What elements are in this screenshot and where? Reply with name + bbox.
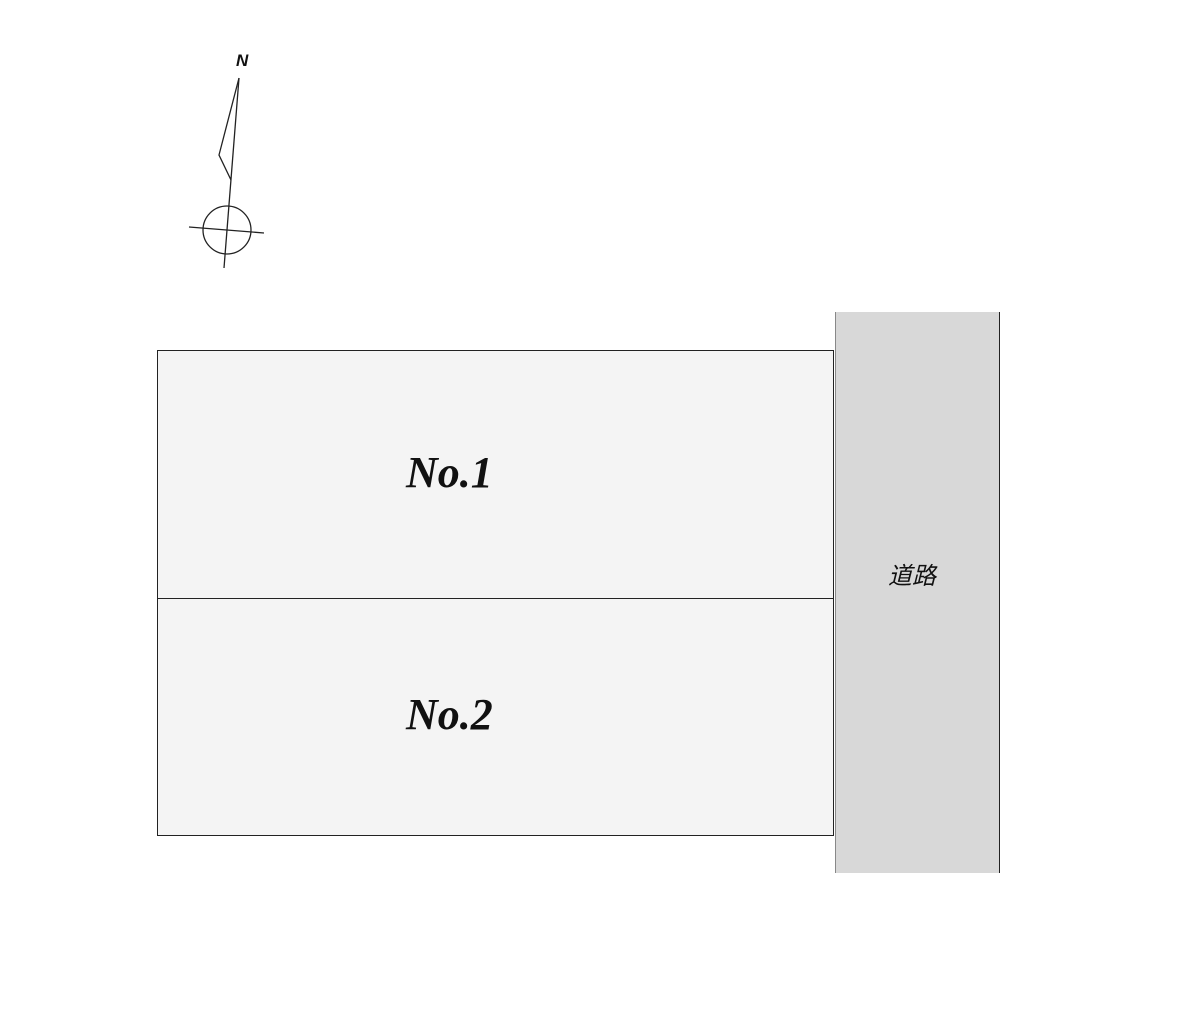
road-label: 道路	[888, 562, 936, 590]
north-label: N	[236, 51, 249, 70]
compass-needle	[223, 77, 240, 269]
road: 道路	[835, 312, 1000, 873]
compass-crossline	[188, 226, 265, 234]
north-arrow-icon	[188, 77, 265, 269]
lot-2: No.2	[157, 598, 834, 836]
lot-1-label: No.1	[406, 448, 493, 497]
lot-2-label: No.2	[406, 690, 493, 739]
compass-arrowhead	[218, 77, 240, 181]
compass-circle	[202, 205, 252, 255]
lot-1: No.1	[157, 350, 834, 599]
